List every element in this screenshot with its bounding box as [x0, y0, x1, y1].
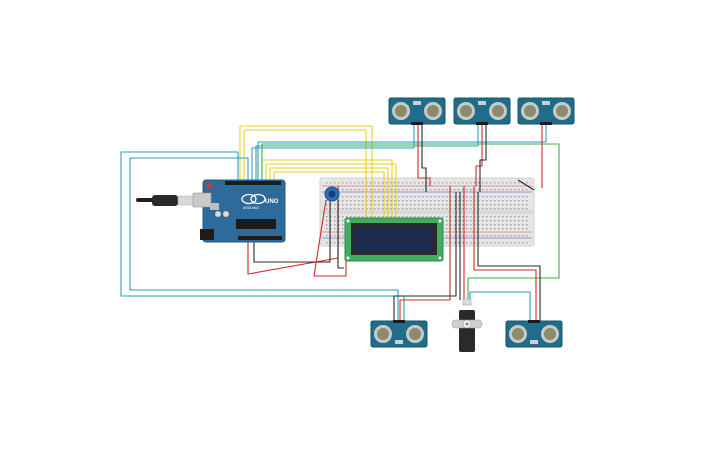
- wire-black-pot: [337, 200, 344, 269]
- wires: [120, 122, 560, 322]
- atmega-chip: [236, 219, 276, 229]
- wire-black-top3: [517, 179, 535, 191]
- wire-yellow-4: [265, 163, 397, 220]
- wire-cyan-bottom-right: [469, 291, 531, 322]
- wire-red-top2: [475, 122, 483, 186]
- power-jack: [200, 229, 214, 240]
- wire-green-1: [261, 143, 560, 300]
- ultrasonic-sensor-top-1[interactable]: [388, 97, 446, 125]
- wire-cyan-top2: [255, 122, 479, 181]
- board-brand-label: ARDUINO: [243, 206, 259, 210]
- wire-black-top1: [421, 122, 427, 192]
- wire-black-br: [477, 192, 541, 322]
- wire-black-top2: [479, 122, 487, 192]
- wire-yellow-2: [243, 129, 367, 220]
- wire-red-bl: [399, 186, 451, 322]
- arduino-uno-board[interactable]: UNO ARDUINO: [192, 179, 286, 243]
- wire-red-top1: [417, 122, 431, 186]
- wire-cyan-inner: [129, 157, 399, 322]
- ultrasonic-sensor-top-3[interactable]: [517, 97, 575, 125]
- reset-button: [206, 183, 212, 189]
- lcd-display[interactable]: [344, 217, 444, 262]
- usb-port: [192, 192, 212, 208]
- wire-cyan-top1: [251, 122, 415, 181]
- ultrasonic-sensor-bottom-1[interactable]: [370, 320, 428, 348]
- wire-black-bl: [393, 192, 457, 322]
- micro-servo[interactable]: [451, 298, 483, 352]
- usb-cable: [136, 195, 195, 206]
- ultrasonic-sensor-bottom-2[interactable]: [505, 320, 563, 348]
- wire-black-arduino: [253, 200, 331, 263]
- arduino-logo: [241, 193, 257, 205]
- wire-yellow-5: [269, 167, 389, 220]
- wire-yellow-6: [273, 171, 385, 220]
- wire-cyan-top3: [257, 122, 547, 181]
- wire-red-br: [473, 186, 537, 322]
- ultrasonic-sensor-top-2[interactable]: [453, 97, 511, 125]
- lcd-screen: [354, 227, 434, 252]
- wire-yellow-1: [239, 125, 373, 220]
- digital-header: [225, 181, 281, 185]
- analog-header: [238, 236, 282, 240]
- board-model-label: UNO: [265, 199, 279, 205]
- potentiometer[interactable]: [324, 186, 340, 202]
